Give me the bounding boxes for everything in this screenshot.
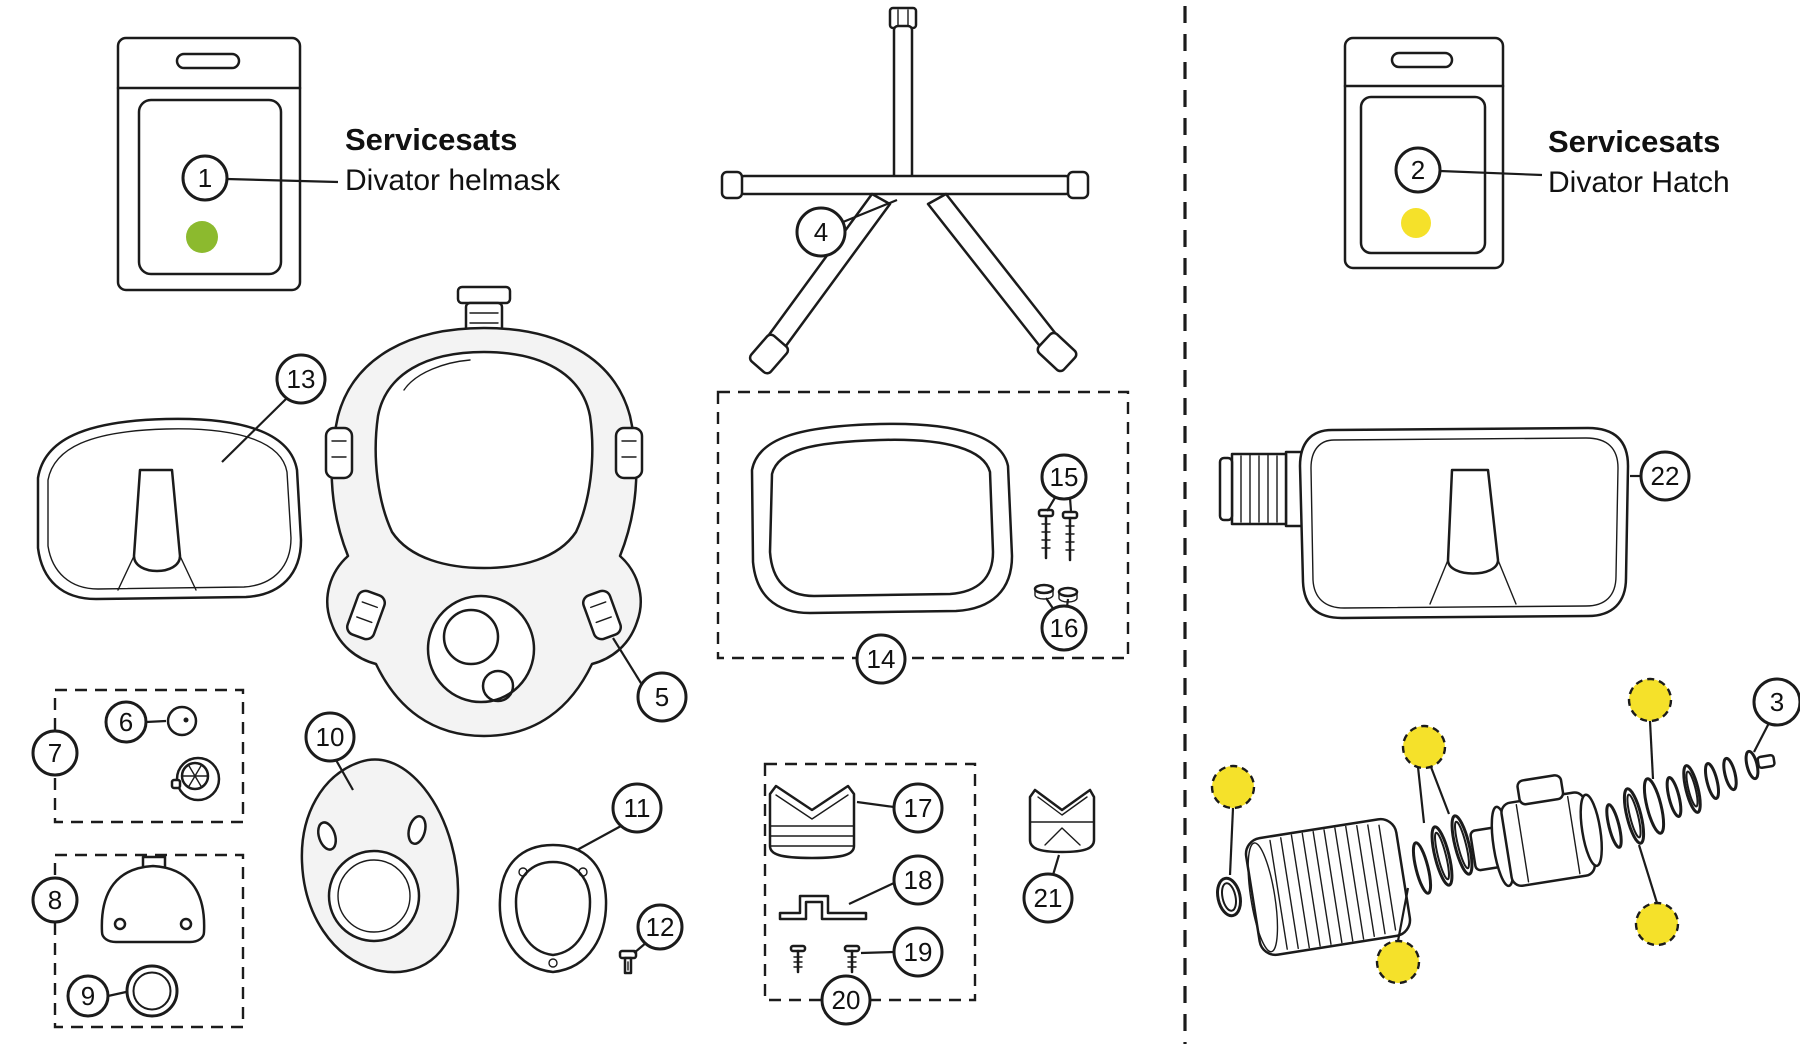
- part-visor-frame-14: [750, 422, 1014, 615]
- part-inner-mask-10: [300, 758, 460, 974]
- callout-16: 16: [1040, 597, 1088, 652]
- callout-6-number: 6: [119, 707, 133, 737]
- callout-15-number: 15: [1050, 462, 1079, 492]
- callout-13: 13: [221, 353, 327, 463]
- service-kit-package-2: 2: [1343, 36, 1543, 270]
- mask-buckle-upper-left: [324, 426, 354, 480]
- hang-slot: [1390, 51, 1454, 69]
- group-box-20: 17 18 19 20: [763, 762, 977, 1026]
- callout-1: 1: [181, 154, 229, 202]
- callout-8: 8: [31, 876, 79, 924]
- part-diaphragm-6: [166, 705, 198, 737]
- part-full-face-mask: [324, 285, 644, 738]
- mask-buckle-lower-left: [345, 589, 387, 641]
- highlight-marker-4: [1634, 901, 1680, 947]
- callout-7: 7: [31, 729, 79, 777]
- callout-5-number: 5: [655, 682, 669, 712]
- callout-3-number: 3: [1770, 687, 1784, 717]
- callout-21: 21: [1022, 854, 1074, 924]
- callout-13-number: 13: [287, 364, 316, 394]
- callout-11: 11: [576, 782, 663, 851]
- callout-6: 6: [104, 700, 167, 744]
- callout-10-number: 10: [316, 722, 345, 752]
- callout-14-number: 14: [867, 644, 896, 674]
- part-screw-12: [618, 949, 638, 975]
- highlight-marker-5: [1375, 939, 1421, 985]
- part-nuts-16: [1033, 583, 1079, 603]
- part-valve-wheel: [170, 756, 221, 802]
- callout-7-number: 7: [48, 738, 62, 768]
- kit-2-leader: [1439, 169, 1543, 177]
- callout-16-number: 16: [1050, 613, 1079, 643]
- callout-14: 14: [855, 633, 907, 685]
- part-mask-22: [1218, 426, 1630, 620]
- group-box-7: 6 7: [31, 688, 245, 824]
- group-box-14: 15 16 14: [716, 390, 1130, 685]
- part-cover-8: [100, 855, 206, 944]
- part-o-ring-small: [1216, 876, 1242, 918]
- callout-1-number: 1: [198, 163, 212, 193]
- mask-buckle-upper-right: [614, 426, 644, 480]
- mask-headstrap-bracket: [456, 285, 512, 305]
- callout-19: 19: [860, 926, 944, 978]
- part-visor-lens-13: [36, 417, 303, 601]
- callout-12-number: 12: [646, 912, 675, 942]
- kit-1-color-dot: [186, 221, 218, 253]
- highlight-marker-1: [1210, 764, 1256, 810]
- hang-slot: [175, 52, 241, 70]
- service-kit-package-1: 1: [116, 36, 339, 292]
- part-disc-stack: [1605, 749, 1776, 849]
- kit-2-title: Servicesats: [1548, 124, 1720, 159]
- mask-22-hose: [1218, 450, 1306, 528]
- callout-21-number: 21: [1034, 883, 1063, 913]
- callout-2: 2: [1394, 146, 1442, 194]
- mask-buckle-lower-right: [581, 589, 623, 641]
- kit-2-subtitle: Divator Hatch: [1548, 166, 1730, 199]
- callout-18-number: 18: [904, 865, 933, 895]
- part-screws-19: [789, 944, 861, 974]
- callout-3: 3: [1752, 677, 1800, 753]
- callout-5: 5: [612, 637, 688, 723]
- callout-17-number: 17: [904, 793, 933, 823]
- callout-18: 18: [848, 854, 944, 906]
- kit-1-subtitle: Divator helmask: [345, 164, 561, 197]
- highlight-marker-3: [1627, 677, 1673, 723]
- callout-10: 10: [304, 711, 356, 791]
- callout-9: 9: [66, 974, 127, 1018]
- callout-4-number: 4: [814, 217, 828, 247]
- callout-12: 12: [633, 903, 684, 954]
- callout-4: 4: [795, 198, 898, 258]
- part-washer-stack: [1411, 814, 1474, 895]
- part-head-harness-4: [720, 6, 1090, 375]
- part-seal-ring-11: [498, 843, 608, 974]
- callout-20-number: 20: [832, 985, 861, 1015]
- callout-8-number: 8: [48, 885, 62, 915]
- kit-1-leader: [226, 177, 339, 184]
- callout-9-number: 9: [81, 981, 95, 1011]
- part-center-body: [1469, 774, 1604, 888]
- kit-1-title: Servicesats: [345, 122, 517, 157]
- callout-22: 22: [1630, 450, 1691, 502]
- part-duckbill-17: [768, 784, 856, 860]
- part-screws-15: [1037, 508, 1079, 562]
- part-knurled-body: [1244, 817, 1412, 957]
- mask-valve-housing: [426, 594, 536, 704]
- callout-2-number: 2: [1411, 155, 1425, 185]
- group-box-8: 9 8: [31, 853, 245, 1029]
- mask-visor-window: [374, 350, 594, 570]
- callout-17: 17: [856, 782, 944, 834]
- callout-11-number: 11: [624, 793, 651, 823]
- highlight-marker-2: [1401, 724, 1447, 770]
- part-bracket-18: [778, 894, 868, 921]
- callout-20: 20: [820, 974, 872, 1026]
- kit-2-color-dot: [1401, 208, 1431, 238]
- callout-22-number: 22: [1651, 461, 1680, 491]
- part-duckbill-21: [1028, 788, 1096, 854]
- callout-15: 15: [1040, 453, 1088, 512]
- callout-19-number: 19: [904, 937, 933, 967]
- part-o-ring-9: [125, 964, 179, 1018]
- assembly-regulator-3: 3: [1210, 677, 1800, 985]
